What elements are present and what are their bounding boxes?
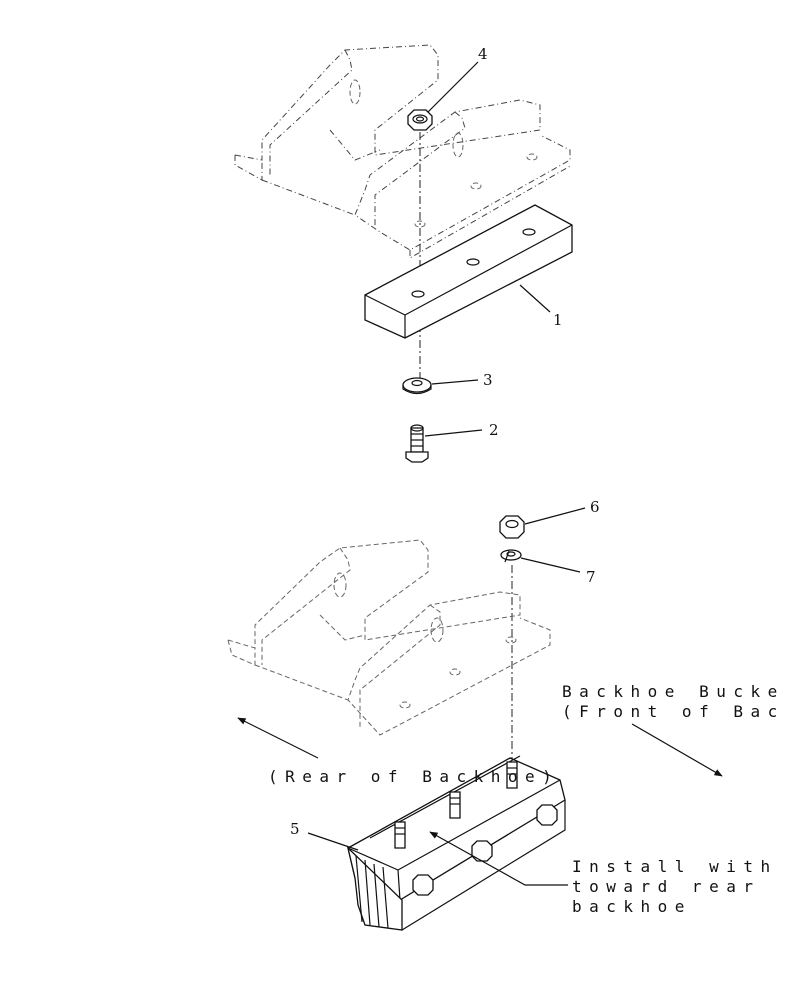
callout-7: 7	[586, 568, 596, 586]
bucket-note-line1: Backhoe Bucke	[562, 682, 785, 701]
install-note-line2: toward rear	[572, 877, 760, 896]
part-6-nut	[499, 515, 525, 539]
leader-5	[307, 832, 359, 851]
top-bucket-bracket-phantom	[234, 44, 573, 259]
leader-6	[524, 507, 586, 525]
front-direction-arrow	[631, 723, 723, 777]
callout-6: 6	[590, 498, 600, 516]
callout-4: 4	[478, 45, 488, 63]
leader-3	[431, 379, 479, 385]
bottom-bucket-bracket-phantom	[227, 539, 551, 736]
install-note-line1: Install with	[572, 857, 778, 876]
part-1-spacer-block	[364, 204, 573, 339]
bucket-note-line2: (Front of Bac	[562, 702, 785, 721]
part-2-bolt	[405, 424, 429, 463]
leader-4	[427, 61, 479, 113]
part-7-lock-washer	[500, 549, 522, 563]
callout-2: 2	[489, 421, 499, 439]
leader-7	[520, 557, 581, 573]
callout-5: 5	[290, 820, 300, 838]
install-note-line3: backhoe	[572, 897, 692, 916]
rear-direction-arrow	[237, 717, 319, 759]
rear-note: (Rear of Backhoe)	[268, 767, 559, 786]
install-note-leader	[429, 831, 568, 886]
callout-1: 1	[553, 311, 563, 329]
part-3-washer	[402, 377, 432, 395]
part-5-edge-block	[346, 755, 566, 931]
leader-2	[424, 429, 483, 437]
callout-3: 3	[483, 371, 493, 389]
leader-1	[519, 284, 551, 313]
part-4-nut	[407, 109, 433, 131]
